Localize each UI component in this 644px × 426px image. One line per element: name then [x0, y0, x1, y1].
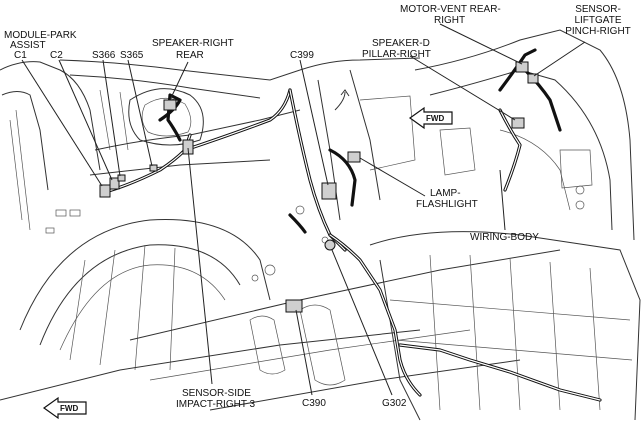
connector-speaker-right-rear	[163, 99, 177, 111]
label-c2: C2	[50, 50, 63, 61]
vehicle-body-outline	[0, 29, 641, 421]
label-sensor-liftgate-3: PINCH-RIGHT	[565, 26, 631, 37]
fwd-indicator-upper: FWD	[408, 106, 453, 130]
label-motor-vent-2: RIGHT	[434, 15, 465, 26]
label-c399: C399	[290, 50, 314, 61]
fwd-label-lower: FWD	[60, 404, 78, 413]
label-module-park-assist-2: ASSIST	[10, 40, 46, 51]
label-speaker-d-pillar-1: SPEAKER-D	[372, 38, 430, 49]
label-motor-vent-1: MOTOR-VENT REAR-	[400, 4, 501, 15]
label-speaker-right-rear-1: SPEAKER-RIGHT	[152, 38, 234, 49]
connector-sensor-liftgate	[527, 73, 539, 84]
ground-g302	[324, 239, 336, 251]
label-sensor-liftgate-1: SENSOR-	[575, 4, 621, 15]
callout-labels: MODULE-PARK ASSIST C1 C2 S366 S365 SPEAK…	[4, 4, 631, 410]
label-wiring-body: WIRING-BODY	[470, 232, 539, 243]
connector-c390	[285, 299, 303, 313]
fwd-label-upper: FWD	[426, 114, 444, 123]
connector-sensor-side-impact	[182, 139, 194, 155]
label-sensor-side-impact-2: IMPACT-RIGHT 3	[176, 399, 256, 410]
label-module-park-assist-1: MODULE-PARK	[4, 30, 77, 41]
label-lamp-flashlight-2: FLASHLIGHT	[416, 199, 478, 210]
fwd-indicator-lower: FWD	[42, 396, 87, 420]
label-g302: G302	[382, 398, 407, 409]
connector-c1	[99, 184, 111, 198]
splice-s366	[117, 174, 126, 182]
label-sensor-liftgate-2: LIFTGATE	[574, 15, 621, 26]
label-lamp-flashlight-1: LAMP-	[430, 188, 461, 199]
connector-c399	[321, 182, 337, 200]
connector-c2	[109, 177, 120, 190]
connectors	[99, 61, 539, 313]
splice-s365	[149, 164, 158, 172]
label-speaker-right-rear-2: REAR	[176, 50, 204, 61]
label-sensor-side-impact-1: SENSOR-SIDE	[182, 388, 251, 399]
label-c1: C1	[14, 50, 27, 61]
label-s366: S366	[92, 50, 116, 61]
connector-motor-vent	[515, 61, 529, 73]
wiring-harness	[103, 48, 602, 402]
label-c390: C390	[302, 398, 326, 409]
leader-lines	[21, 23, 586, 396]
label-s365: S365	[120, 50, 144, 61]
connector-lamp-flashlight	[347, 151, 361, 163]
connector-speaker-d-pillar	[511, 117, 525, 129]
label-speaker-d-pillar-2: PILLAR-RIGHT	[362, 49, 431, 60]
